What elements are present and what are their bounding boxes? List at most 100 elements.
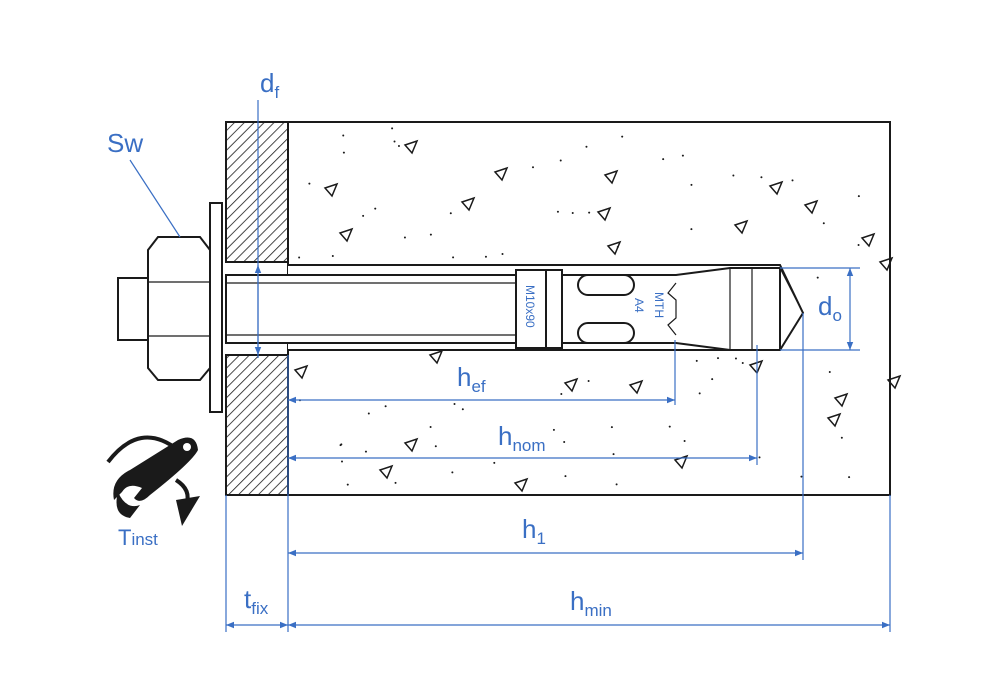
- anchor-bolt: M10x90 MTH A4: [117, 202, 804, 413]
- anchor-material-marking: A4: [632, 298, 646, 313]
- aggregate-dot: [342, 151, 345, 154]
- washer: [209, 202, 223, 413]
- anchor-brand-marking: MTH: [652, 292, 666, 318]
- aggregate-dot: [501, 253, 504, 256]
- aggregate-dot: [346, 483, 349, 486]
- hnom-label: hnom: [498, 421, 546, 455]
- hmin-label: hmin: [570, 586, 612, 620]
- aggregate-dot: [449, 212, 452, 215]
- hef-label: hef: [457, 362, 486, 396]
- aggregate-dot: [340, 460, 343, 463]
- aggregate-dot: [857, 243, 860, 246]
- aggregate-dot: [560, 392, 563, 395]
- aggregate-dot: [758, 456, 761, 459]
- aggregate-dot: [615, 483, 618, 486]
- aggregate-stone: [293, 364, 309, 380]
- aggregate-dot: [610, 426, 613, 429]
- tfix-label: tfix: [244, 584, 269, 618]
- aggregate-dot: [616, 245, 619, 248]
- sleeve-slot: [577, 322, 635, 344]
- aggregate-stone: [886, 374, 902, 390]
- aggregate-stone: [493, 166, 509, 182]
- aggregate-dot: [571, 211, 574, 214]
- aggregate-dot: [367, 412, 370, 415]
- aggregate-dot: [612, 453, 615, 456]
- aggregate-dot: [453, 402, 456, 405]
- aggregate-stone: [768, 180, 784, 196]
- h1-label: h1: [522, 514, 546, 548]
- aggregate-stone: [563, 377, 579, 393]
- torque-wrench-icon: [106, 435, 200, 526]
- aggregate-dot: [828, 371, 831, 374]
- aggregate-dot: [393, 140, 396, 143]
- aggregate-stone: [403, 139, 419, 155]
- aggregate-dot: [342, 134, 345, 137]
- aggregate-stone: [606, 240, 622, 256]
- aggregate-dot: [734, 357, 737, 360]
- bolt-shaft: [225, 274, 517, 344]
- concrete-aggregate: [293, 127, 902, 493]
- aggregate-dot: [362, 214, 365, 217]
- aggregate-dot: [493, 461, 496, 464]
- aggregate-dot: [298, 256, 301, 259]
- aggregate-dot: [662, 158, 665, 161]
- aggregate-stone: [733, 219, 749, 235]
- aggregate-dot: [698, 392, 701, 395]
- aggregate-dot: [791, 179, 794, 182]
- aggregate-stone: [513, 477, 529, 493]
- hex-nut: [147, 236, 211, 381]
- aggregate-stone: [628, 379, 644, 395]
- sw-label: Sw: [107, 128, 143, 158]
- aggregate-dot: [690, 183, 693, 186]
- aggregate-dot: [587, 380, 590, 383]
- df-label: df: [260, 68, 279, 102]
- aggregate-stone: [803, 199, 819, 215]
- fixture-plate: [225, 121, 289, 496]
- aggregate-stone: [460, 196, 476, 212]
- aggregate-dot: [331, 255, 334, 258]
- do-label: do: [818, 291, 842, 325]
- aggregate-dot: [711, 378, 714, 381]
- aggregate-dot: [556, 210, 559, 213]
- bolt-thread-end: [117, 277, 149, 341]
- aggregate-stone: [428, 349, 444, 365]
- aggregate-stone: [826, 412, 842, 428]
- aggregate-stone: [878, 256, 894, 272]
- tinst-label: Tinst: [118, 525, 158, 550]
- aggregate-dot: [452, 256, 455, 259]
- aggregate-dot: [364, 450, 367, 453]
- aggregate-dot: [552, 428, 555, 431]
- aggregate-dot: [741, 362, 744, 365]
- aggregate-dot: [717, 357, 720, 360]
- aggregate-dot: [531, 166, 534, 169]
- aggregate-dot: [800, 475, 803, 478]
- aggregate-dot: [429, 425, 432, 428]
- anchor-collar: [515, 269, 547, 349]
- aggregate-dot: [484, 255, 487, 258]
- aggregate-stone: [403, 437, 419, 453]
- aggregate-dot: [434, 445, 437, 448]
- aggregate-dot: [848, 476, 851, 479]
- aggregate-dot: [308, 182, 311, 185]
- aggregate-dot: [816, 276, 819, 279]
- aggregate-dot: [461, 408, 464, 411]
- aggregate-dot: [621, 135, 624, 138]
- aggregate-dot: [451, 471, 454, 474]
- aggregate-dot: [681, 154, 684, 157]
- aggregate-stone: [338, 227, 354, 243]
- aggregate-dot: [384, 405, 387, 408]
- aggregate-dot: [403, 236, 406, 239]
- aggregate-dot: [840, 436, 843, 439]
- aggregate-dot: [690, 228, 693, 231]
- aggregate-dot: [585, 145, 588, 148]
- aggregate-dot: [391, 127, 394, 130]
- aggregate-dot: [374, 207, 377, 210]
- aggregate-stone: [596, 206, 612, 222]
- aggregate-stone: [378, 464, 394, 480]
- aggregate-dot: [695, 359, 698, 362]
- aggregate-stone: [860, 232, 876, 248]
- aggregate-stone: [323, 182, 339, 198]
- sleeve-slot: [577, 274, 635, 296]
- aggregate-dot: [394, 481, 397, 484]
